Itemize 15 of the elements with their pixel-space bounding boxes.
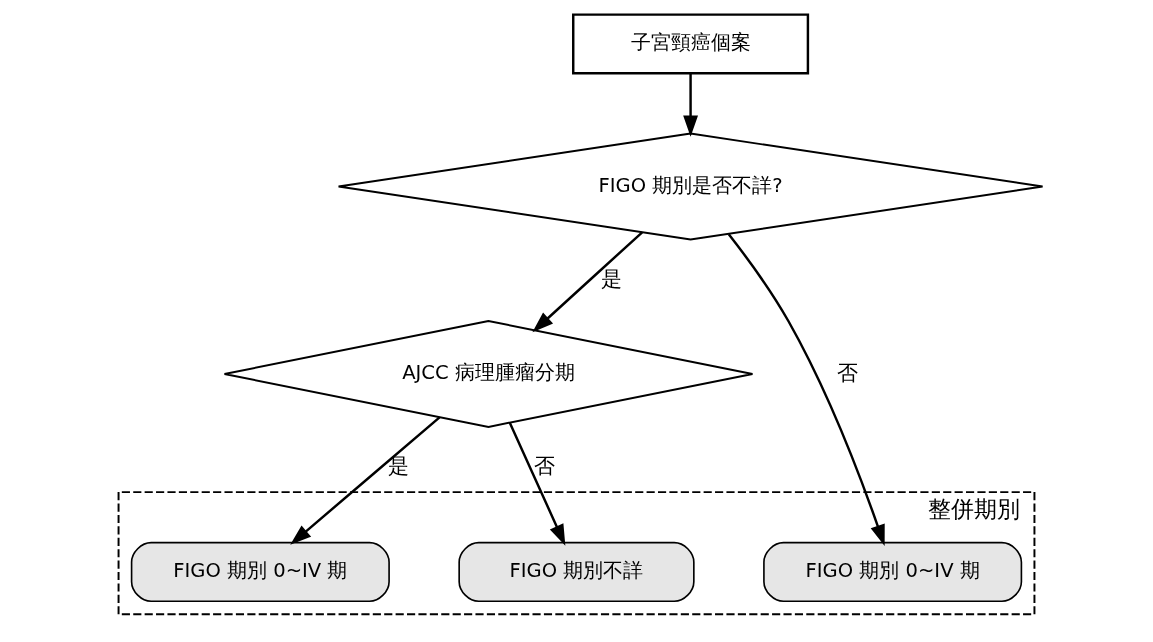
node-box: 子宮頸癌個案 (572, 13, 810, 75)
node-box: FIGO 期別不詳 (458, 541, 695, 603)
arrow (683, 73, 698, 137)
node-box: FIGO 期別 0~IV 期 (763, 541, 1023, 603)
node-diamond: FIGO 期別是否不詳? (337, 132, 1044, 241)
edge-label: 否 (534, 453, 556, 479)
arrow (532, 231, 643, 333)
arrow (290, 416, 441, 545)
arrow (508, 422, 566, 546)
edge-label: 是 (601, 265, 623, 291)
arrow (727, 233, 885, 546)
edge-label: 是 (387, 453, 409, 479)
node-diamond: AJCC 病理腫瘤分期 (223, 320, 754, 428)
edge-label: 否 (837, 359, 859, 385)
node-box: FIGO 期別 0~IV 期 (130, 541, 390, 603)
